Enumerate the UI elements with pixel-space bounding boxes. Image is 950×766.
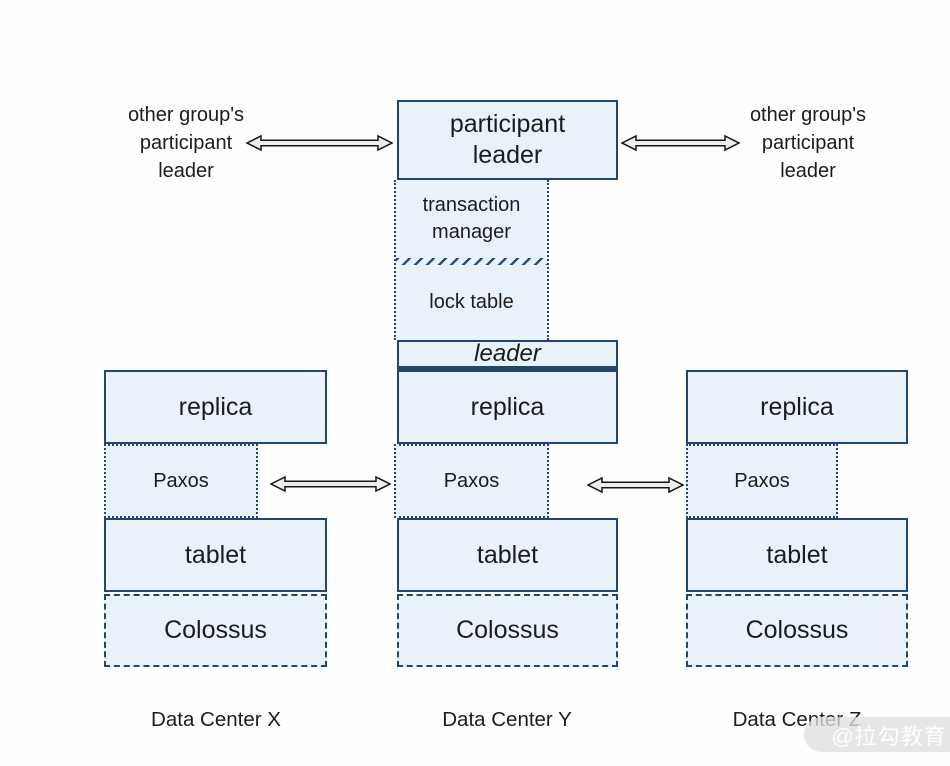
colossus-box: Colossus [686,594,908,667]
double-arrow-icon [621,134,740,152]
datacenter-label: Data Center X [151,708,281,731]
paxos-box: Paxos [104,444,258,518]
double-arrow-icon [246,134,393,152]
datacenter-label: Data Center Y [442,708,572,731]
other-group-label-right: other group's participant leader [749,104,867,182]
participant-leader-box: participant leader [397,100,618,180]
leader-box: leader [397,340,618,370]
double-arrow-icon [270,475,391,493]
replica-box: replica [397,370,618,444]
hatch-divider [396,258,547,265]
transaction-manager-label: transaction manager [422,194,521,243]
tablet-box: tablet [397,518,618,592]
replica-box: replica [686,370,908,444]
replica-box: replica [104,370,327,444]
watermark-badge: @拉勾教育 [804,717,950,752]
double-arrow-icon [587,476,684,494]
paxos-box: Paxos [686,444,838,518]
other-group-label-left: other group's participant leader [127,104,245,182]
paxos-box: Paxos [394,444,549,518]
tablet-box: tablet [104,518,327,592]
colossus-box: Colossus [397,594,618,667]
tablet-box: tablet [686,518,908,592]
lock-table-label: lock table [429,291,514,313]
colossus-box: Colossus [104,594,327,667]
transaction-manager-region: transaction manager lock table [394,180,549,340]
